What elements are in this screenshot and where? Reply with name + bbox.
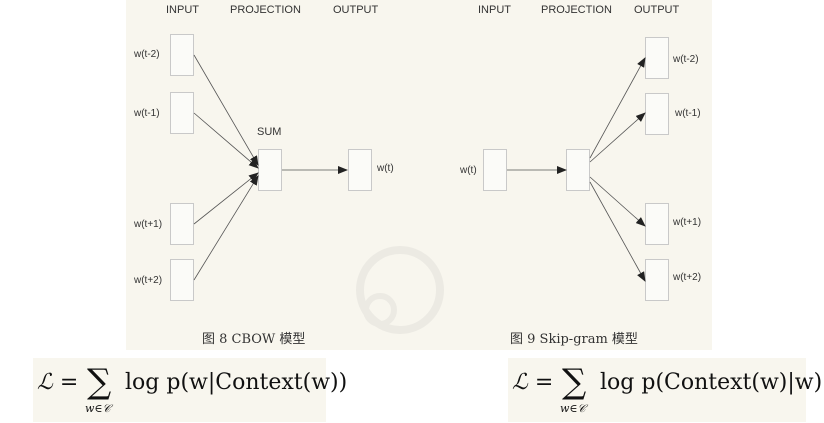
skipgram-output-header: OUTPUT	[634, 4, 680, 16]
cbow-input-label: w(t+2)	[134, 275, 163, 286]
skipgram-arrow	[589, 176, 646, 227]
skipgram-input-header: INPUT	[478, 4, 511, 16]
formula-rhs: log p(Context(w)|w)	[600, 370, 823, 395]
skipgram-output-box-1	[645, 37, 669, 79]
sum-subscript: w∈𝒞	[560, 402, 586, 415]
cbow-projection-box	[258, 149, 282, 191]
sum-symbol: ∑	[87, 362, 112, 402]
skipgram-arrow	[589, 112, 646, 163]
skipgram-output-label: w(t-1)	[675, 108, 701, 119]
cbow-output-box	[348, 149, 372, 191]
skipgram-input-box	[483, 149, 507, 191]
cbow-input-box-4	[170, 259, 194, 301]
formula-lhs: ℒ =	[512, 370, 554, 395]
sum-symbol: ∑	[562, 362, 587, 402]
cbow-input-box-3	[170, 203, 194, 245]
cbow-sum-label: SUM	[257, 126, 282, 138]
skipgram-arrow	[589, 181, 646, 282]
sum-subscript: w∈𝒞	[85, 402, 111, 415]
diagram-panel	[126, 0, 712, 350]
watermark-logo	[356, 246, 444, 334]
cbow-formula: ℒ = ∑ w∈𝒞 log p(w|Context(w))	[33, 358, 347, 422]
formula-rhs: log p(w|Context(w))	[125, 370, 348, 395]
skipgram-input-label: w(t)	[460, 165, 477, 176]
formula-lhs: ℒ =	[37, 370, 79, 395]
cbow-arrow	[193, 172, 259, 225]
skipgram-output-box-2	[645, 93, 669, 135]
cbow-projection-header: PROJECTION	[230, 4, 301, 16]
cbow-input-label: w(t+1)	[134, 219, 163, 230]
cbow-input-label: w(t-2)	[134, 49, 160, 60]
cbow-input-header: INPUT	[166, 4, 199, 16]
cbow-input-box-1	[170, 34, 194, 76]
skipgram-output-box-4	[645, 259, 669, 301]
skipgram-formula: ℒ = ∑ w∈𝒞 log p(Context(w)|w)	[508, 358, 822, 422]
cbow-input-label: w(t-1)	[134, 108, 160, 119]
skipgram-output-box-3	[645, 203, 669, 245]
cbow-arrow	[193, 54, 259, 166]
cbow-arrow	[193, 112, 259, 169]
cbow-arrow	[193, 175, 259, 281]
cbow-output-header: OUTPUT	[333, 4, 379, 16]
skipgram-arrow	[589, 57, 646, 159]
cbow-output-label: w(t)	[377, 163, 394, 174]
cbow-input-box-2	[170, 92, 194, 134]
skipgram-output-label: w(t+2)	[673, 272, 702, 283]
skipgram-caption: 图 9 Skip-gram 模型	[510, 332, 638, 347]
skipgram-projection-header: PROJECTION	[541, 4, 612, 16]
skipgram-output-label: w(t-2)	[673, 54, 699, 65]
skipgram-output-label: w(t+1)	[673, 217, 702, 228]
cbow-caption: 图 8 CBOW 模型	[202, 332, 306, 347]
